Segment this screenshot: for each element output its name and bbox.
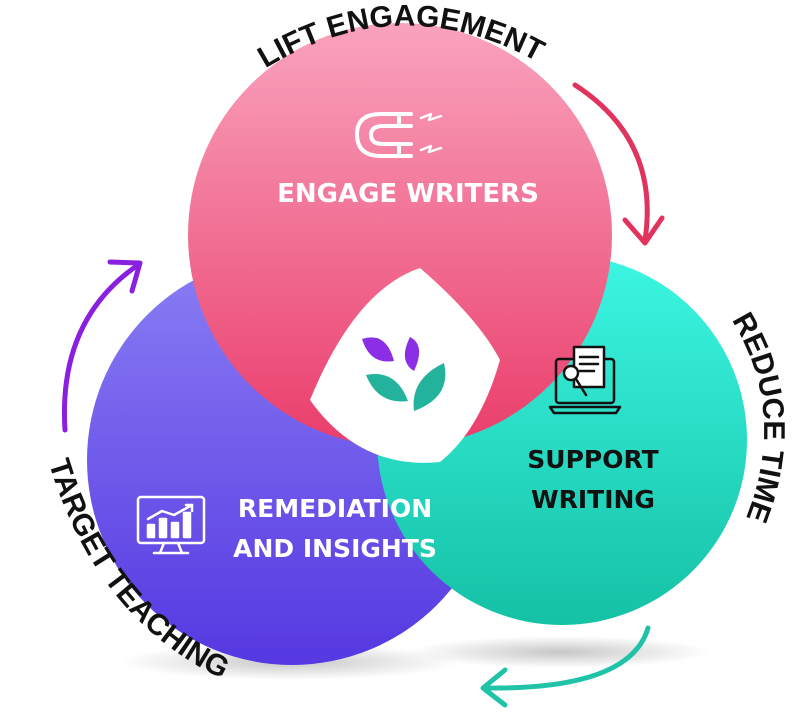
- monitor-chart-icon: [136, 495, 206, 555]
- support-label-line1: SUPPORT: [527, 445, 658, 474]
- teal-circle-shadow: [410, 636, 710, 668]
- remediation-label-line2: AND INSIGHTS: [233, 534, 437, 563]
- purple-cycle-arrow: [61, 259, 143, 433]
- remediation-label-line1: REMEDIATION: [238, 494, 432, 523]
- pink-cycle-arrow: [572, 82, 665, 246]
- support-label-line2: WRITING: [531, 485, 655, 514]
- center-area: [310, 268, 500, 463]
- engage-writers-label: ENGAGE WRITERS: [277, 179, 539, 209]
- engage-circle: [188, 23, 612, 447]
- leaf-logo-icon: [362, 337, 446, 411]
- teal-cycle-arrow: [480, 625, 651, 708]
- laptop-document-icon: [548, 345, 622, 415]
- magnet-icon: [355, 112, 443, 158]
